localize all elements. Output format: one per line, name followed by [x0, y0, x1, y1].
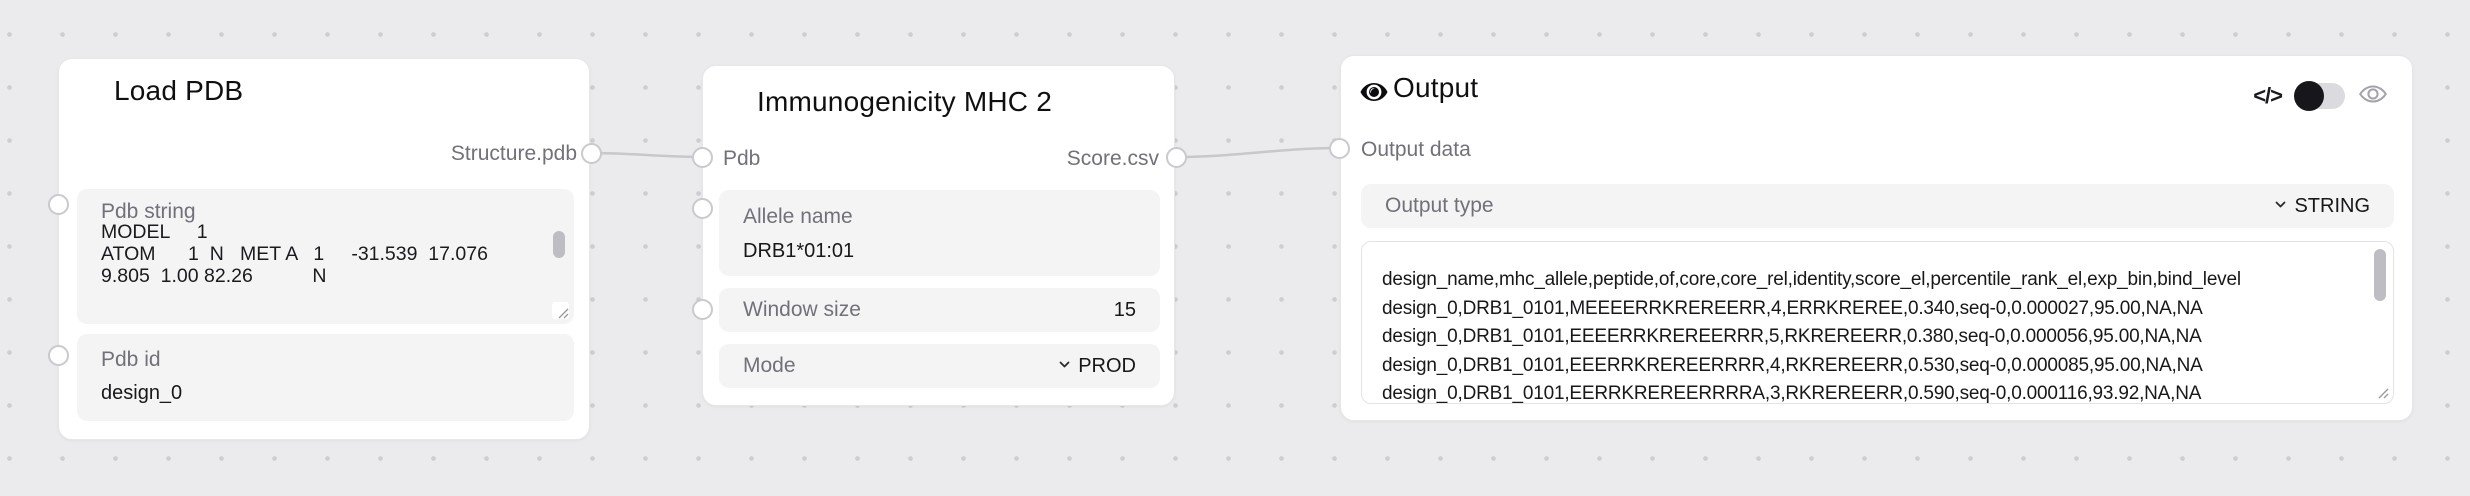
node-immunogenicity-mhc-2[interactable]: Immunogenicity MHC 2 Pdb Score.csv Allel… — [692, 65, 1187, 406]
node-title: Load PDB — [114, 75, 244, 106]
csv-line: design_0,DRB1_0101,EEERRKREREERRRR,4,RKR… — [1382, 354, 2203, 376]
pdb-line: MODEL 1 — [101, 221, 208, 243]
csv-line: design_0,DRB1_0101,EERRKREREERRRRA,3,RKR… — [1382, 383, 2202, 405]
chevron-down-icon — [2273, 195, 2288, 218]
resize-handle-icon[interactable] — [2373, 383, 2389, 399]
pdb-id-value: design_0 — [101, 382, 183, 404]
output-port-label-structure-pdb: Structure.pdb — [450, 142, 577, 165]
output-type-value: STRING — [2294, 194, 2370, 217]
pdb-line: 9.805 1.00 82.26 N — [101, 265, 327, 287]
input-port-label-pdb: Pdb — [723, 147, 761, 170]
input-port-label-output-data: Output data — [1361, 138, 1471, 161]
csv-content: design_name,mhc_allele,peptide,of,core,c… — [1382, 266, 2359, 409]
output-type-label: Output type — [1385, 194, 1494, 217]
window-size-value: 15 — [1113, 298, 1136, 321]
allele-name-value: DRB1*01:01 — [743, 240, 855, 262]
output-type-selected: STRING — [2273, 195, 2370, 218]
node-load-pdb[interactable]: Load PDB Structure.pdb Pdb string MODEL … — [48, 58, 602, 440]
wire-structure-to-pdb — [590, 151, 705, 159]
visibility-toggle[interactable] — [2294, 81, 2345, 111]
code-icon[interactable]: </> — [2253, 83, 2283, 108]
output-port-label-score-csv: Score.csv — [1066, 147, 1159, 170]
mode-label: Mode — [743, 354, 796, 377]
pdb-id-label: Pdb id — [101, 348, 161, 371]
eye-outline-icon[interactable] — [2358, 82, 2388, 111]
toggle-knob — [2294, 81, 2324, 111]
csv-line: design_0,DRB1_0101,MEEEERRKREREERR,4,ERR… — [1382, 297, 2203, 319]
port-output-data-in[interactable] — [1329, 138, 1350, 159]
window-size-input[interactable]: Window size 15 — [719, 288, 1160, 332]
port-window-size-in[interactable] — [692, 299, 713, 320]
node-title: Immunogenicity MHC 2 — [757, 86, 1052, 117]
output-type-dropdown[interactable]: Output type STRING — [1361, 184, 2394, 228]
port-pdb-in[interactable] — [692, 147, 713, 168]
window-size-label: Window size — [743, 298, 861, 321]
scrollbar-thumb[interactable] — [553, 231, 565, 258]
port-pdb-string-in[interactable] — [48, 194, 69, 215]
pdb-string-label: Pdb string — [101, 200, 196, 223]
node-output[interactable]: Output </> Output data Output type STRIN — [1329, 55, 2413, 421]
output-data-textarea[interactable]: design_name,mhc_allele,peptide,of,core,c… — [1361, 241, 2394, 404]
node-title: Output — [1393, 72, 1479, 103]
scrollbar-thumb[interactable] — [2374, 249, 2386, 301]
eye-filled-icon — [1359, 80, 1389, 109]
pdb-line: ATOM 1 N MET A 1 -31.539 17.076 — [101, 243, 488, 265]
allele-name-label: Allele name — [743, 205, 853, 228]
port-score-csv-out[interactable] — [1166, 147, 1187, 168]
pdb-id-input[interactable]: Pdb id design_0 — [77, 334, 574, 421]
resize-handle-icon[interactable] — [552, 302, 569, 319]
csv-line: design_0,DRB1_0101,EEEERRKREREERRR,5,RKR… — [1382, 326, 2202, 348]
mode-dropdown[interactable]: Mode PROD — [719, 344, 1160, 388]
csv-line: design_name,mhc_allele,peptide,of,core,c… — [1382, 269, 2241, 290]
chevron-down-icon — [1057, 355, 1072, 378]
port-pdb-id-in[interactable] — [48, 345, 69, 366]
port-allele-name-in[interactable] — [692, 198, 713, 219]
pdb-string-textarea[interactable]: Pdb string MODEL 1 ATOM 1 N MET A 1 -31.… — [77, 189, 574, 324]
wire-score-to-output — [1177, 146, 1339, 159]
allele-name-input[interactable]: Allele name DRB1*01:01 — [719, 190, 1160, 276]
pdb-string-content: MODEL 1 ATOM 1 N MET A 1 -31.539 17.076 … — [101, 221, 526, 287]
port-structure-pdb-out[interactable] — [581, 143, 602, 164]
mode-selected: PROD — [1057, 355, 1136, 378]
mode-value: PROD — [1078, 354, 1136, 377]
